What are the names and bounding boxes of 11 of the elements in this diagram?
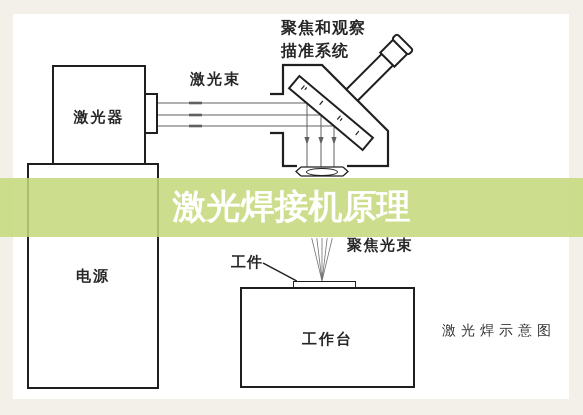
unit-label: 聚焦和观察描准系统: [281, 17, 367, 62]
lens: [306, 168, 338, 176]
title: 激光焊接机原理: [172, 190, 410, 224]
beam-label: 激光束: [190, 72, 241, 87]
beam-label: 聚焦光束: [347, 238, 413, 253]
part-label: 工件: [231, 255, 263, 270]
component-box: 工作台: [240, 287, 415, 388]
box-label: 激光器: [72, 110, 126, 125]
leader-line: [262, 262, 298, 282]
caption: 激光焊示意图: [442, 324, 556, 338]
laser-beam: [158, 102, 337, 168]
